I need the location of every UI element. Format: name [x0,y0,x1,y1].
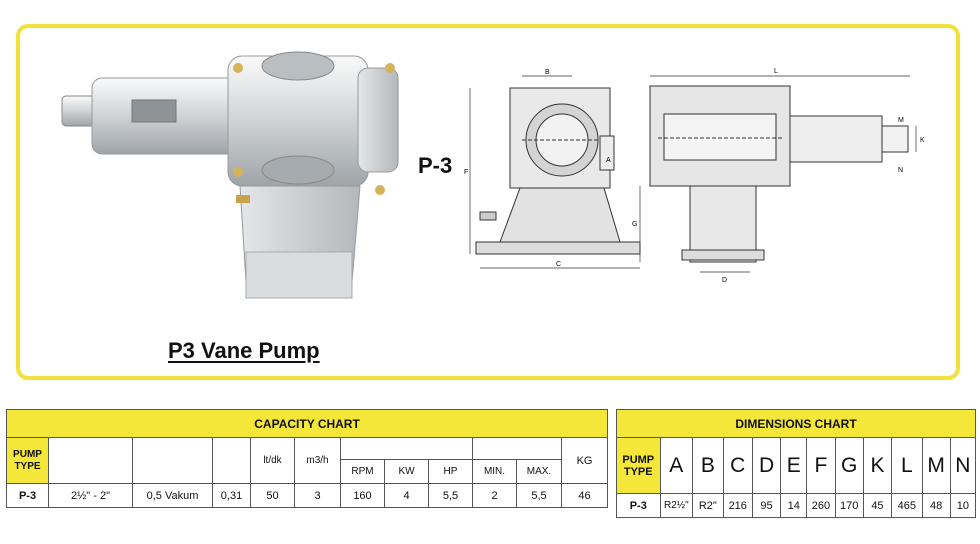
capacity-cell: 2 [472,483,517,508]
technical-drawing: B F A C L G D M K N [464,68,925,284]
capacity-cell: 5,5 [428,483,473,508]
dimension-cell: 260 [806,493,836,518]
dimension-letter: C [722,437,753,494]
capacity-pump-type-header: PUMP TYPE [6,437,49,484]
header-rpm: RPM [340,459,385,484]
dimension-cell: 216 [722,493,753,518]
dimensions-pump-type-header: PUMP TYPE [616,437,661,494]
dimension-cell: P-3 [616,493,661,518]
capacity-cell: 160 [340,483,385,508]
dimension-letter: D [751,437,782,494]
dimension-letter: G [834,437,864,494]
capacity-cell: 46 [560,483,609,508]
header-kg: KG [560,437,609,484]
dimension-cell: 95 [751,493,782,518]
label-f: F [464,169,468,176]
capacity-cell: 50 [250,483,295,508]
capacity-blank-cell [48,437,133,484]
label-k: K [920,137,925,144]
header-max: MAX. [516,459,562,484]
capacity-cell: 0,5 Vakum [132,483,213,508]
header-ltdk: lt/dk [250,437,295,484]
label-b: B [545,69,550,76]
dimension-letter: F [806,437,836,494]
side-view [649,85,909,263]
dimensions-chart: DIMENSIONS CHART PUMP TYPE A B C D E F G… [616,409,977,518]
capacity-blank-cell [212,437,251,484]
dimension-cell: 170 [834,493,864,518]
dimension-letter: K [862,437,893,494]
capacity-cell: 3 [294,483,341,508]
label-a: A [606,157,611,164]
product-title: P3 Vane Pump [168,338,320,363]
capacity-cell: 5,5 [516,483,562,508]
header-min: MIN. [472,459,517,484]
dimension-letter: N [949,437,977,494]
dimension-letter: A [659,437,694,494]
dimension-letter: E [780,437,808,494]
dimension-letter: M [921,437,951,494]
capacity-chart-title: CAPACITY CHART [5,409,609,438]
dimension-letter: L [891,437,923,494]
header-m3h: m3/h [294,437,341,484]
dimension-cell: R2" [692,493,724,518]
dimension-letter: B [692,437,724,494]
label-m: M [898,117,904,124]
dimension-cell: 45 [862,493,893,518]
capacity-cell: P-3 [6,483,49,508]
dimension-cell: 465 [891,493,923,518]
capacity-blank-cell [132,437,213,484]
dimensions-chart-title: DIMENSIONS CHART [616,409,976,438]
label-c: C [556,261,561,268]
label-g: G [632,221,637,228]
front-view [475,87,641,255]
label-n: N [898,167,903,174]
capacity-cell: 0,31 [212,483,251,508]
pump-photo [61,51,399,299]
capacity-chart: CAPACITY CHART PUMP TYPE lt/dk m3/h KG R… [5,409,609,508]
dimension-cell: 48 [921,493,951,518]
label-d: D [722,277,727,284]
capacity-blank-cell [472,437,562,460]
capacity-blank-cell [340,437,473,460]
dimension-cell: 10 [949,493,977,518]
label-l: L [774,68,778,75]
dimension-cell: 14 [780,493,808,518]
capacity-cell: 2½" - 2" [48,483,133,508]
header-hp: HP [428,459,473,484]
pump-model-label: P-3 [418,153,453,178]
dimension-cell: R2½" [659,493,694,518]
capacity-cell: 4 [384,483,429,508]
header-kw: KW [384,459,429,484]
